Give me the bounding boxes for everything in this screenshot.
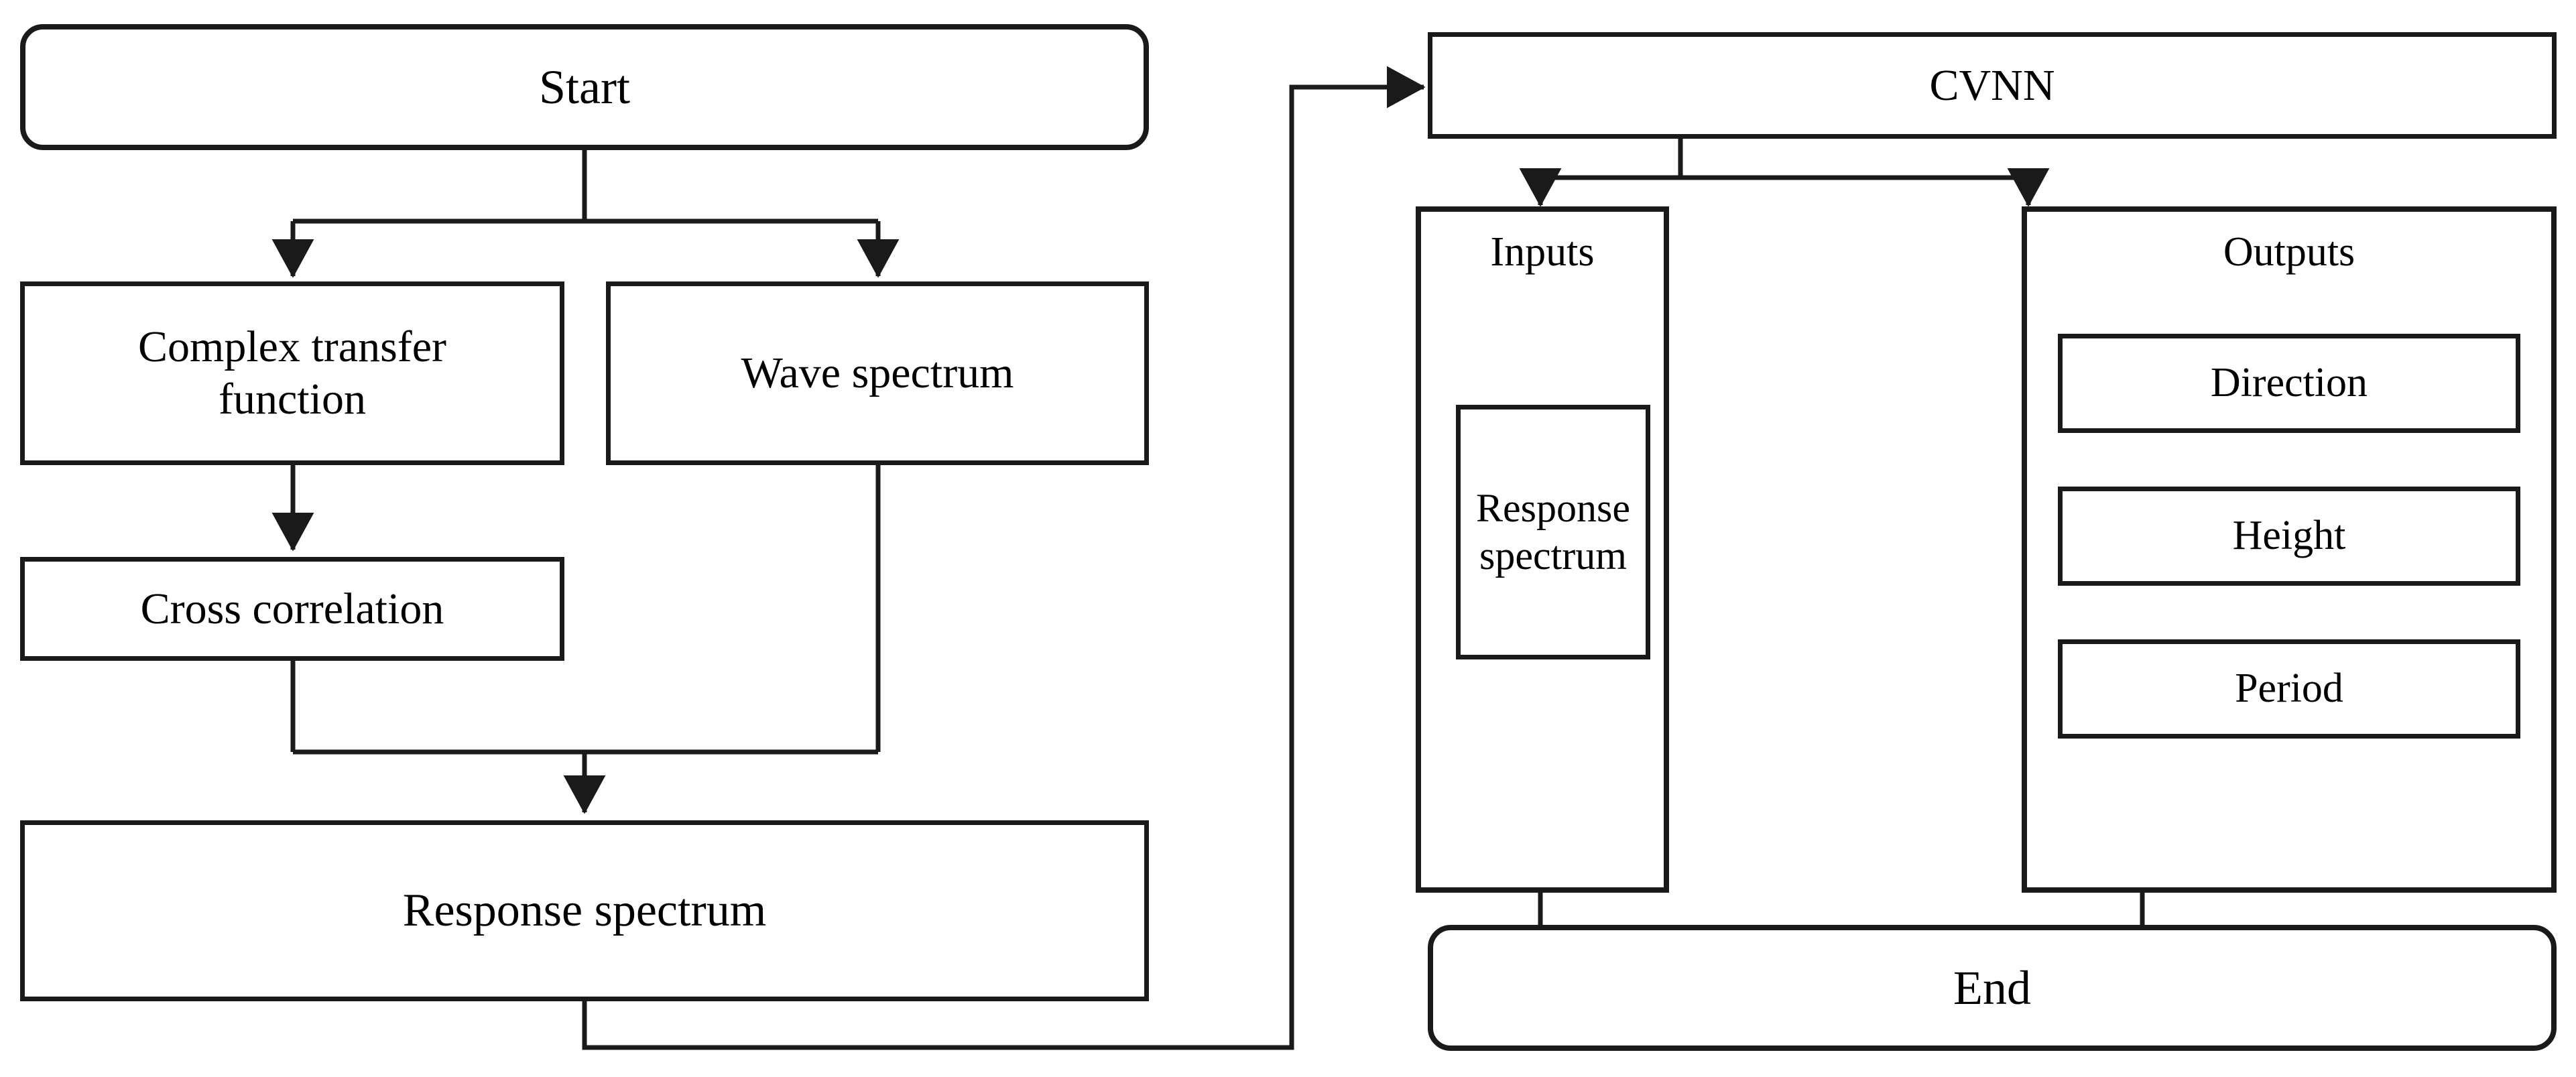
- node-outputs-container[interactable]: Outputs Direction Height Period: [2022, 206, 2557, 893]
- node-cross-correlation-label: Cross correlation: [140, 584, 444, 633]
- node-wave-spectrum[interactable]: Wave spectrum: [606, 281, 1149, 465]
- node-start-label: Start: [539, 60, 630, 114]
- node-complex-transfer-function[interactable]: Complex transfer function: [20, 281, 564, 465]
- node-response-spectrum-left-label: Response spectrum: [402, 884, 767, 936]
- node-cvnn-label: CVNN: [1929, 60, 2055, 110]
- node-cross-correlation[interactable]: Cross correlation: [20, 557, 564, 661]
- node-complex-transfer-function-label: Complex transfer function: [137, 322, 447, 424]
- node-response-spectrum-left[interactable]: Response spectrum: [20, 820, 1149, 1001]
- node-inputs-response-spectrum[interactable]: Response spectrum: [1456, 405, 1650, 659]
- node-outputs-label: Outputs: [2223, 229, 2355, 275]
- node-output-height-label: Height: [2232, 513, 2346, 559]
- node-end[interactable]: End: [1428, 925, 2557, 1051]
- node-wave-spectrum-label: Wave spectrum: [741, 349, 1014, 398]
- node-cvnn[interactable]: CVNN: [1428, 32, 2557, 139]
- node-output-period[interactable]: Period: [2058, 639, 2520, 739]
- node-inputs-container[interactable]: Inputs Response spectrum: [1416, 206, 1669, 893]
- node-inputs-response-spectrum-label: Response spectrum: [1476, 486, 1630, 578]
- node-start[interactable]: Start: [20, 24, 1149, 150]
- node-output-direction[interactable]: Direction: [2058, 334, 2520, 433]
- node-inputs-label: Inputs: [1490, 229, 1595, 275]
- node-output-height[interactable]: Height: [2058, 487, 2520, 586]
- node-end-label: End: [1953, 960, 2031, 1015]
- node-output-direction-label: Direction: [2210, 360, 2368, 406]
- node-output-period-label: Period: [2235, 666, 2343, 712]
